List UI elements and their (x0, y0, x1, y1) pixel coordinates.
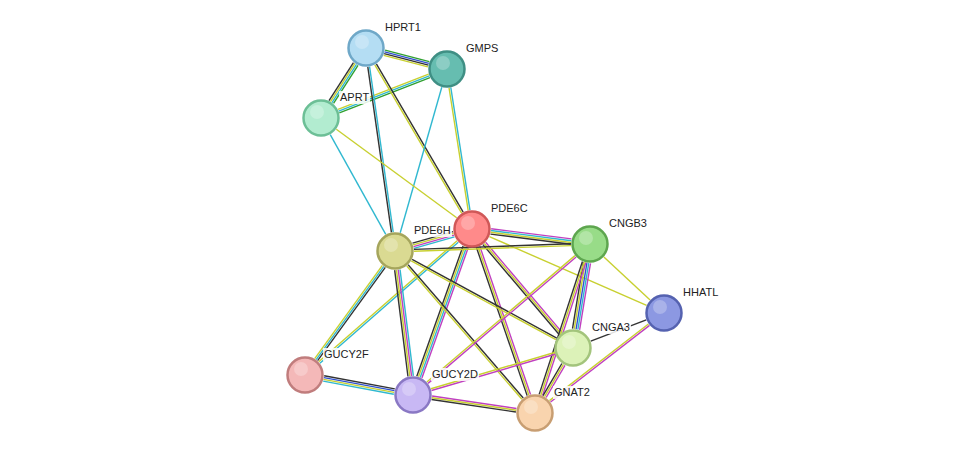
interaction-edge (449, 88, 470, 211)
evidence-line (407, 266, 522, 399)
evidence-line (398, 270, 411, 376)
evidence-line (400, 87, 442, 232)
interaction-edge (336, 129, 456, 217)
protein-label: GNAT2 (553, 386, 591, 399)
evidence-line (427, 256, 575, 382)
interaction-edge (395, 270, 414, 377)
evidence-line (324, 378, 395, 391)
interaction-edge (431, 352, 555, 390)
protein-label: HHATL (682, 286, 719, 299)
protein-label: GUCY2D (431, 368, 479, 381)
evidence-line (431, 352, 555, 388)
interaction-edge (432, 396, 517, 412)
protein-label: GUCY2F (323, 348, 370, 361)
protein-node: APRT (302, 99, 340, 137)
interaction-edge (539, 262, 586, 396)
evidence-line (551, 325, 650, 402)
evidence-line (408, 265, 523, 398)
evidence-line (396, 270, 409, 376)
protein-label: CNGA3 (591, 321, 631, 334)
evidence-line (395, 270, 408, 376)
node-circle (645, 294, 683, 332)
evidence-line (384, 54, 428, 65)
evidence-line (324, 379, 395, 392)
protein-node: PDE6H (376, 232, 414, 270)
protein-node: GMPS (428, 50, 466, 88)
evidence-line (604, 257, 650, 300)
evidence-line (573, 262, 584, 328)
interaction-edge (411, 259, 556, 339)
evidence-line (318, 267, 386, 360)
interaction-edge (414, 244, 571, 251)
protein-node: GUCY2D (394, 376, 432, 414)
interaction-edge (323, 376, 395, 394)
evidence-line (574, 262, 585, 328)
node-circle (428, 50, 466, 88)
protein-node: PDE6C (453, 210, 491, 248)
node-circle (376, 232, 414, 270)
interaction-edge (368, 67, 393, 233)
protein-node: HHATL (645, 294, 683, 332)
interaction-edge (591, 320, 647, 341)
interaction-edge (315, 265, 386, 360)
protein-node: CNGA3 (554, 329, 592, 367)
evidence-line (449, 88, 468, 210)
node-circle (394, 376, 432, 414)
protein-label: CNGB3 (608, 217, 648, 230)
node-circle (571, 225, 609, 263)
protein-node: GNAT2 (516, 394, 554, 432)
protein-node: GUCY2F (286, 356, 324, 394)
interaction-edge (384, 50, 430, 67)
evidence-line (324, 376, 395, 389)
evidence-line (489, 237, 646, 306)
protein-label: HPRT1 (384, 21, 422, 34)
interaction-edge (604, 257, 650, 300)
interaction-edge (489, 237, 646, 306)
protein-node: CNGB3 (571, 225, 609, 263)
evidence-line (414, 246, 571, 252)
protein-label: APRT (339, 91, 370, 104)
interaction-edge (400, 87, 442, 232)
node-circle (516, 394, 554, 432)
evidence-line (315, 265, 383, 358)
interaction-edge (407, 265, 524, 399)
evidence-line (543, 263, 586, 396)
protein-label: PDE6H (413, 224, 452, 237)
evidence-line (411, 261, 556, 340)
evidence-line (400, 270, 413, 376)
interaction-edge (427, 256, 576, 384)
evidence-line (451, 88, 470, 210)
protein-label: GMPS (465, 42, 499, 55)
evidence-line (330, 135, 386, 235)
evidence-line (432, 400, 516, 412)
evidence-line (323, 381, 394, 394)
evidence-line (549, 324, 648, 401)
evidence-line (431, 354, 555, 390)
interaction-edge (549, 324, 649, 402)
evidence-line (432, 396, 516, 408)
evidence-line (412, 259, 557, 338)
protein-label: PDE6C (490, 202, 529, 215)
evidence-line (428, 257, 576, 383)
node-circle (554, 329, 592, 367)
node-circle (302, 99, 340, 137)
interaction-edge (330, 135, 386, 235)
evidence-line (591, 320, 647, 341)
evidence-line (316, 266, 384, 359)
evidence-line (491, 232, 571, 242)
evidence-line (384, 55, 428, 66)
node-circle (347, 29, 385, 67)
evidence-line (486, 242, 562, 332)
protein-node: HPRT1 (347, 29, 385, 67)
node-circle (453, 210, 491, 248)
evidence-line (336, 129, 456, 217)
evidence-line (432, 398, 516, 410)
node-circle (286, 356, 324, 394)
